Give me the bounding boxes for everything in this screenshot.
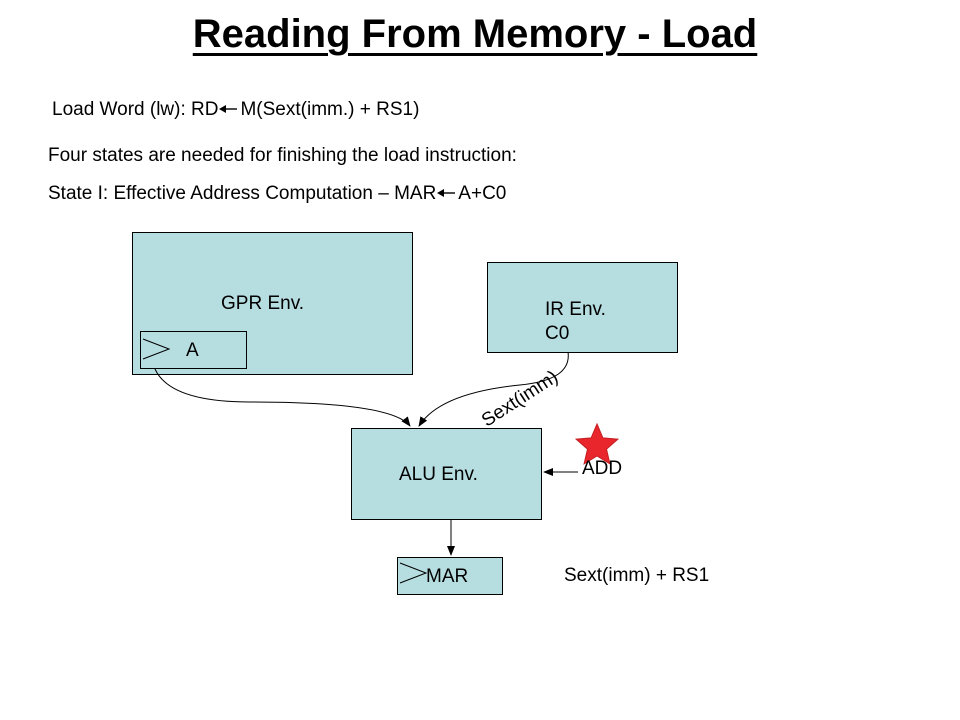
load-word-suffix: M(Sext(imm.) + RS1) xyxy=(240,99,420,120)
add-op-label: ADD xyxy=(582,458,623,479)
alu-env-label: ALU Env. xyxy=(399,464,478,485)
ir-field-label: C0 xyxy=(545,323,570,344)
load-word-line: Load Word (lw): RD M(Sext(imm.) + RS1) xyxy=(52,99,419,121)
latch-icon xyxy=(399,562,428,584)
latch-icon xyxy=(142,338,171,360)
arrow-a-to-alu xyxy=(154,368,411,427)
ir-env-box: IR Env. C0 xyxy=(487,262,678,353)
load-word-prefix: Load Word (lw): RD xyxy=(52,99,219,120)
star-icon xyxy=(574,422,620,465)
alu-env-box: ALU Env. xyxy=(351,428,542,520)
state-line: State I: Effective Address Computation –… xyxy=(48,183,506,205)
intro-line: Four states are needed for finishing the… xyxy=(48,145,517,166)
register-a-label: A xyxy=(186,340,199,361)
ir-env-label: IR Env. xyxy=(545,299,606,320)
left-arrow-icon xyxy=(437,189,456,197)
state-suffix: A+C0 xyxy=(458,183,507,204)
arrow-c0-to-alu xyxy=(418,351,569,427)
register-a-box: A xyxy=(140,331,247,369)
mar-label: MAR xyxy=(426,566,469,587)
slide-title: Reading From Memory - Load xyxy=(192,12,758,56)
left-arrow-icon xyxy=(219,105,238,113)
mar-box: MAR xyxy=(397,557,503,595)
result-label: Sext(imm) + RS1 xyxy=(564,565,710,586)
gpr-env-label: GPR Env. xyxy=(221,293,305,314)
state-prefix: State I: Effective Address Computation –… xyxy=(48,183,437,204)
